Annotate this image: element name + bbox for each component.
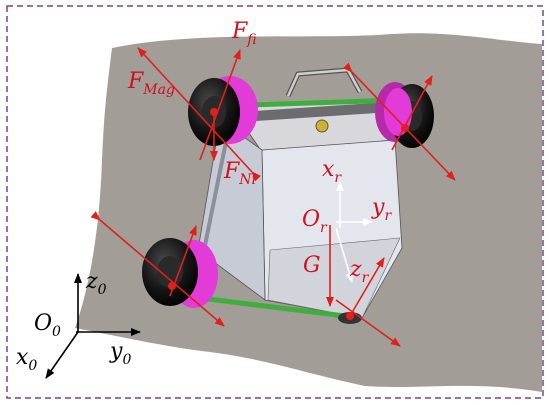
label-or: Or	[302, 207, 328, 236]
x0-axis	[45, 331, 79, 379]
right-wheel-normal	[391, 75, 433, 151]
label-fmag: FMag	[127, 69, 175, 98]
label-xr: xr	[322, 157, 342, 186]
label-g: G	[303, 253, 321, 278]
contact-points	[168, 108, 409, 320]
figure-border	[6, 5, 544, 399]
label-x0: x0	[16, 345, 37, 374]
label-o0: O0	[34, 311, 61, 340]
wheel-bottom-left	[142, 238, 218, 308]
label-yr: yr	[371, 195, 392, 224]
label-ffi: Ffi	[231, 19, 257, 48]
rear-normal	[349, 257, 385, 317]
left-wheel-force	[90, 211, 225, 327]
label-y0: y0	[109, 339, 131, 368]
label-zr: zr	[349, 257, 370, 286]
rear-force	[335, 299, 401, 347]
world-frame-axes	[45, 273, 141, 379]
label-fni: FNi	[223, 159, 256, 188]
robot-frame-axes	[335, 181, 373, 283]
wheel-top-left	[188, 76, 258, 146]
center-bolt	[315, 119, 329, 133]
label-z0: z0	[85, 269, 107, 298]
zr-axis	[335, 227, 354, 283]
fmag-arrow	[137, 47, 262, 182]
ffi-arrow	[199, 49, 241, 161]
